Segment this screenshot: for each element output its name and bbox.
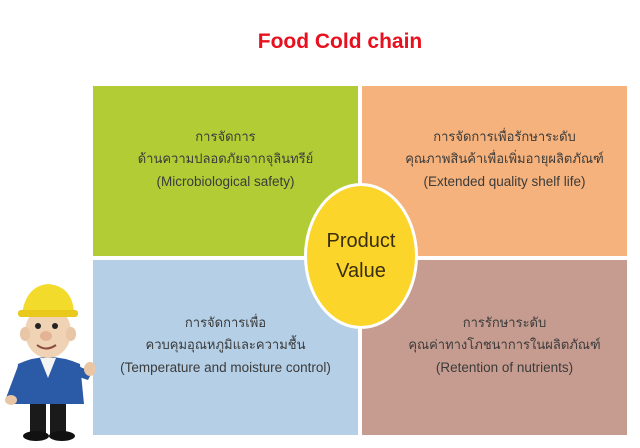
hub-line1: Product [326, 230, 396, 252]
quadrant-thai-line2: ควบคุมอุณหภูมิและความชื้น [145, 337, 306, 353]
worker-mascot-icon [5, 284, 96, 441]
quadrant-english-label: (Extended quality shelf life) [423, 174, 586, 189]
quadrant-thai-line1: การจัดการเพื่อ [184, 315, 267, 331]
quadrant-english-label: (Microbiological safety) [156, 174, 295, 189]
product-value-hub: Product Value [304, 183, 418, 329]
quadrant-english-label: (Temperature and moisture control) [120, 359, 331, 375]
quadrant-thai-line2: คุณค่าทางโภชนาการในผลิตภัณฑ์ [408, 337, 601, 353]
quadrant-thai-line1: การจัดการเพื่อรักษาระดับ [433, 130, 576, 145]
quadrant-english-label: (Retention of nutrients) [435, 359, 574, 375]
quadrant-thai-line1: การจัดการ [195, 130, 256, 145]
hub-line2: Value [336, 260, 386, 282]
page-title: Food Cold chain [257, 30, 423, 53]
quadrant-thai-line1: การรักษาระดับ [462, 315, 547, 331]
quadrant-thai-line2: คุณภาพสินค้าเพื่อเพิ่มอายุผลิตภัณฑ์ [405, 152, 604, 167]
quadrant-thai-line2: ด้านความปลอดภัยจากจุลินทรีย์ [137, 152, 314, 167]
quadrant-microbiological-safety: การจัดการ ด้านความปลอดภัยจากจุลินทรีย์ (… [93, 86, 358, 256]
